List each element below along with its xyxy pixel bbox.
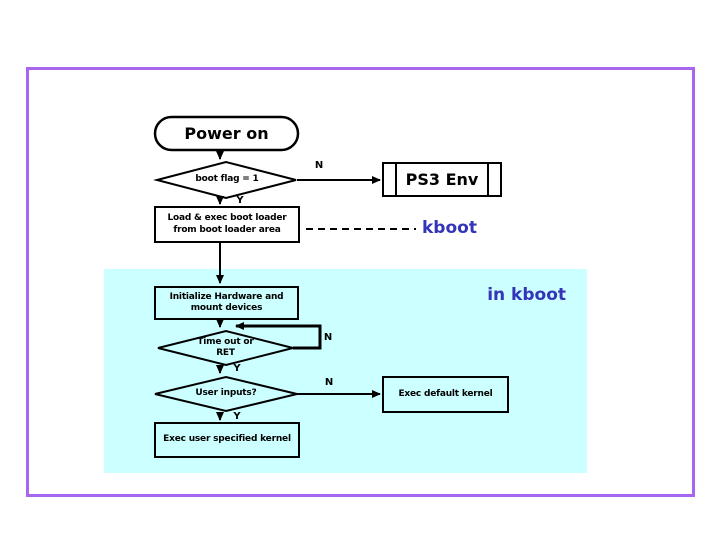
power-on-label: Power on — [184, 123, 269, 143]
in-kboot-label: in kboot — [487, 285, 566, 306]
init-hardware-line1: Initialize Hardware and — [169, 291, 284, 302]
init-hardware-label: Initialize Hardware and mount devices — [155, 287, 298, 319]
user-inputs-label: User inputs? — [195, 388, 257, 399]
arrow-timeout-loop — [235, 322, 322, 350]
init-hardware-line2: mount devices — [190, 303, 263, 313]
ps3-env-shape — [382, 162, 502, 197]
branch-y-timeout: Y — [233, 362, 241, 374]
exec-default-label: Exec default kernel — [398, 388, 493, 399]
in-kboot-region — [104, 269, 587, 473]
branch-y-userinputs: Y — [233, 410, 241, 422]
power-on-shape — [153, 115, 300, 152]
exec-user-shape — [154, 422, 300, 458]
kboot-label: kboot — [422, 218, 477, 239]
timeout-line2: RET — [216, 348, 235, 358]
timeout-label: Time out or RET — [158, 332, 293, 364]
boot-flag-shape — [153, 160, 297, 200]
branch-n-userinputs: N — [324, 376, 334, 388]
load-boot-loader-line1: Load & exec boot loader — [167, 213, 287, 224]
branch-n-timeout: N — [323, 331, 333, 343]
branch-y-bootflag: Y — [236, 194, 244, 206]
load-boot-loader-label: Load & exec boot loader from boot loader… — [155, 207, 299, 242]
outer-border — [26, 67, 695, 497]
branch-n-bootflag: N — [314, 159, 324, 171]
ps3-env-label: PS3 Env — [405, 169, 479, 189]
load-boot-loader-line2: from boot loader area — [173, 224, 281, 235]
boot-flag-label: boot flag = 1 — [195, 174, 259, 185]
exec-default-shape — [382, 376, 509, 413]
exec-user-label: Exec user specified kernel — [163, 434, 291, 445]
load-boot-loader-shape — [154, 206, 300, 243]
timeout-line1: Time out or — [197, 336, 254, 347]
init-hardware-shape — [154, 286, 299, 320]
